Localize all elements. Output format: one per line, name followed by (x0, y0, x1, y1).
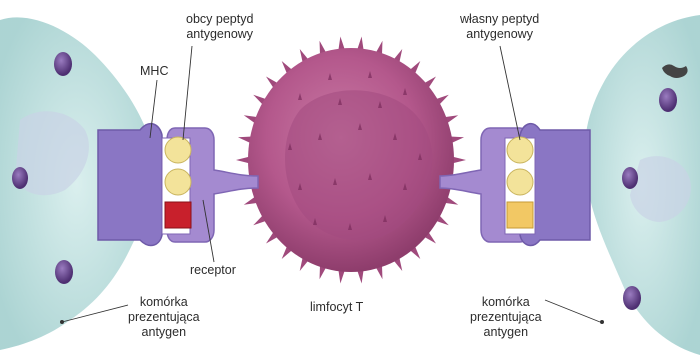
label-foreign-peptide: obcy peptyd antygenowy (186, 12, 253, 42)
label-apc-left-line2: prezentująca (128, 310, 200, 325)
t-cell (236, 37, 466, 284)
label-own-peptide-line2: antygenowy (460, 27, 539, 42)
label-own-peptide-line1: własny peptyd (460, 12, 539, 27)
apc-right-nucleus-3 (623, 286, 641, 310)
leader-apc-right (545, 300, 600, 322)
apc-right (584, 15, 700, 355)
label-apc-left-line3: antygen (128, 325, 200, 340)
label-apc-left-line1: komórka (128, 295, 200, 310)
label-apc-right-line2: prezentująca (470, 310, 542, 325)
mhc-left (98, 124, 162, 246)
label-apc-left: komórka prezentująca antygen (128, 295, 200, 340)
mhc-left-yellow-1 (165, 137, 191, 163)
left-complex (98, 124, 258, 246)
label-foreign-peptide-line1: obcy peptyd (186, 12, 253, 27)
leader-foreign-peptide (183, 46, 192, 140)
apc-right-nucleus-1 (659, 88, 677, 112)
dot-apc-right (600, 320, 604, 324)
leader-own-peptide (500, 46, 520, 140)
label-apc-right-line3: antygen (470, 325, 542, 340)
foreign-peptide-square (165, 202, 191, 228)
label-apc-right-line1: komórka (470, 295, 542, 310)
label-receptor: receptor (190, 263, 236, 278)
mhc-left-yellow-2 (165, 169, 191, 195)
apc-left-nucleus-2 (12, 167, 28, 189)
mhc-right-yellow-1 (507, 137, 533, 163)
label-mhc: MHC (140, 64, 168, 79)
apc-right-nucleus-2 (622, 167, 638, 189)
label-t-cell: limfocyt T (310, 300, 363, 315)
mhc-right-yellow-2 (507, 169, 533, 195)
label-foreign-peptide-line2: antygenowy (186, 27, 253, 42)
label-apc-right: komórka prezentująca antygen (470, 295, 542, 340)
own-peptide-square (507, 202, 533, 228)
label-own-peptide: własny peptyd antygenowy (460, 12, 539, 42)
right-complex (440, 124, 590, 246)
apc-left-nucleus-1 (54, 52, 72, 76)
dot-apc-left (60, 320, 64, 324)
apc-left-nucleus-3 (55, 260, 73, 284)
